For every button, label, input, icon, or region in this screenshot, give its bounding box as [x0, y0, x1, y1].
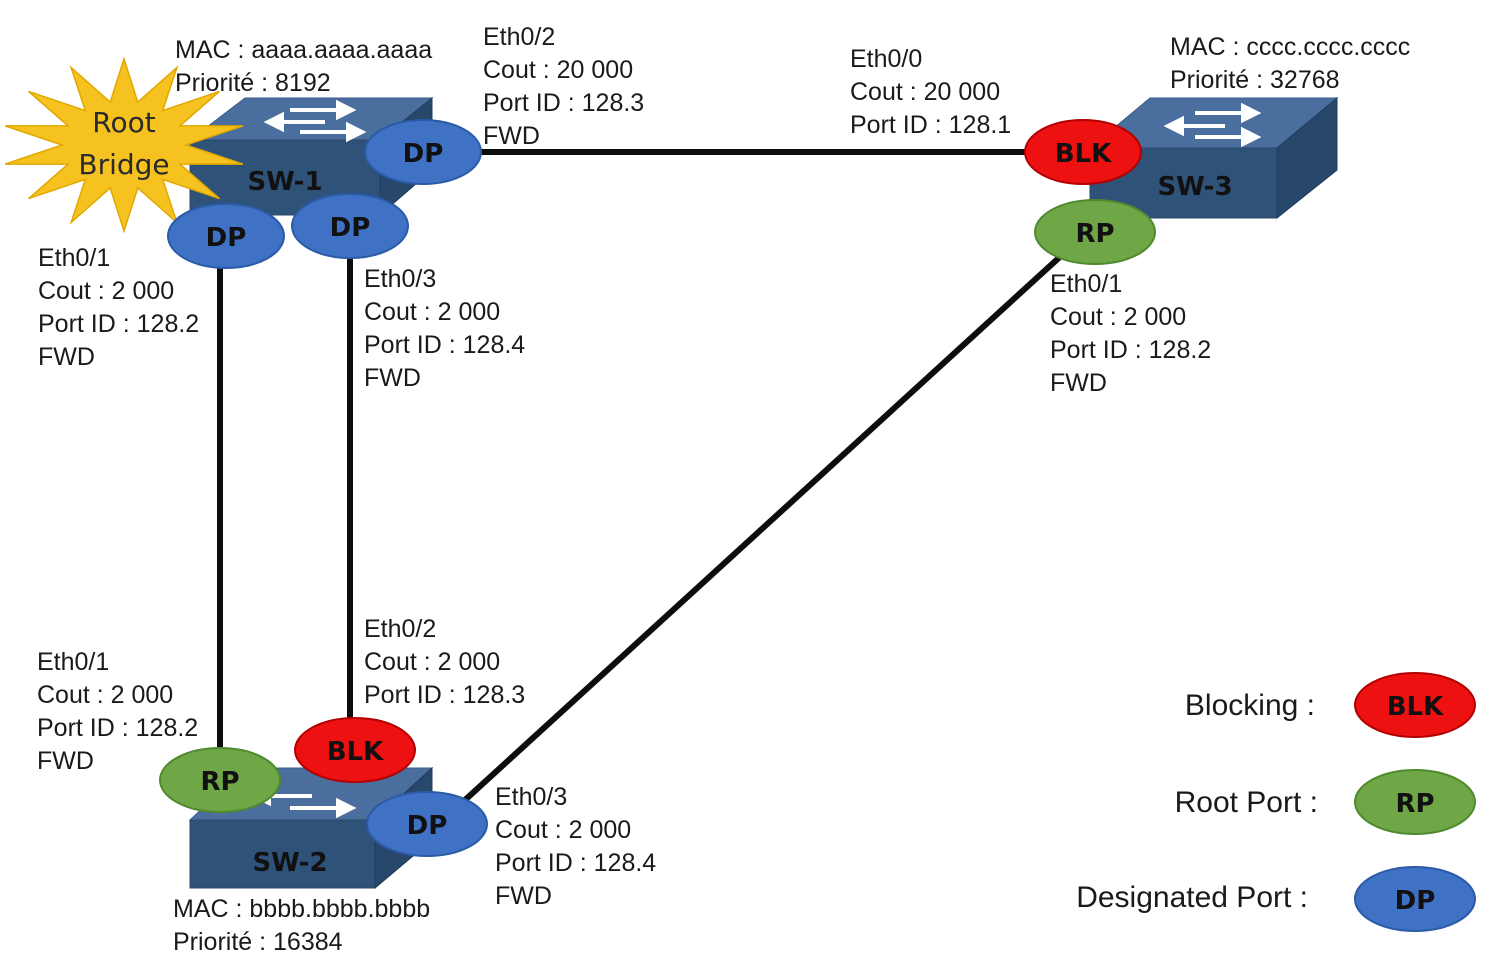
legend-badge-designated-port	[1354, 866, 1476, 932]
port-cost: Cout : 2 000	[37, 681, 173, 709]
port-cost: Cout : 20 000	[850, 78, 1000, 106]
root-bridge-line1: Root	[92, 106, 155, 139]
port-id: Port ID : 128.1	[850, 111, 1011, 139]
legend-label-designated-port: Designated Port :	[1076, 881, 1308, 914]
port-info-sw2-eth0-2: Eth0/2 Cout : 2 000 Port ID : 128.3	[364, 615, 525, 709]
port-badge-sw3-eth0-0[interactable]: BLK	[1024, 119, 1142, 185]
port-name: Eth0/3	[364, 265, 436, 293]
port-id: Port ID : 128.2	[1050, 336, 1211, 364]
svg-text:DP: DP	[206, 223, 247, 253]
port-name: Eth0/1	[37, 648, 109, 676]
switch-sw1-arrows-icon	[263, 99, 367, 143]
legend: Blocking : BLK Root Port : RP Designated…	[1076, 672, 1476, 932]
root-bridge-line2: Bridge	[78, 148, 169, 181]
port-info-sw2-eth0-1: Eth0/1 Cout : 2 000 Port ID : 128.2 FWD	[37, 648, 198, 775]
port-info-sw1-eth0-3: Eth0/3 Cout : 2 000 Port ID : 128.4 FWD	[364, 265, 525, 392]
legend-item-root-port: Root Port : RP	[1175, 769, 1476, 835]
port-cost: Cout : 2 000	[495, 816, 631, 844]
port-name: Eth0/0	[850, 45, 922, 73]
port-badge-sw1-eth0-1[interactable]: DP	[167, 203, 285, 269]
port-badge-sw1-eth0-2[interactable]: DP	[364, 119, 482, 185]
port-cost: Cout : 20 000	[483, 56, 633, 84]
port-badge-sw2-eth0-1[interactable]: RP	[159, 747, 281, 813]
svg-text:DP: DP	[403, 139, 444, 169]
port-badge-sw1-eth0-3[interactable]: DP	[291, 193, 409, 259]
port-id: Port ID : 128.2	[37, 714, 198, 742]
port-info-sw3-eth0-1: Eth0/1 Cout : 2 000 Port ID : 128.2 FWD	[1050, 270, 1211, 397]
port-state: FWD	[38, 343, 95, 371]
link-sw2-sw3	[462, 252, 1065, 803]
svg-text:BLK: BLK	[1387, 692, 1444, 722]
legend-badge-blocking	[1354, 672, 1476, 738]
legend-item-blocking: Blocking : BLK	[1185, 672, 1476, 738]
switch-sw3-side	[1276, 96, 1338, 220]
port-info-sw2-eth0-3: Eth0/3 Cout : 2 000 Port ID : 128.4 FWD	[495, 783, 656, 910]
svg-text:DP: DP	[330, 213, 371, 243]
svg-text:BLK: BLK	[327, 737, 384, 767]
port-name: Eth0/1	[1050, 270, 1122, 298]
port-state: FWD	[37, 747, 94, 775]
svg-text:DP: DP	[407, 811, 448, 841]
port-cost: Cout : 2 000	[364, 648, 500, 676]
root-bridge-badge: Root Bridge	[4, 56, 244, 234]
port-name: Eth0/2	[483, 23, 555, 51]
switch-sw1-info: MAC : aaaa.aaaa.aaaa Priorité : 8192	[175, 36, 432, 97]
legend-label-root-port: Root Port :	[1175, 786, 1318, 819]
port-info-sw1-eth0-2: Eth0/2 Cout : 20 000 Port ID : 128.3 FWD	[483, 23, 644, 150]
switch-sw3-info: MAC : cccc.cccc.cccc Priorité : 32768	[1170, 33, 1410, 94]
switch-sw3-priority: Priorité : 32768	[1170, 66, 1340, 94]
svg-text:BLK: BLK	[1055, 139, 1112, 169]
switch-sw2-info: MAC : bbbb.bbbb.bbbb Priorité : 16384	[173, 895, 430, 956]
switch-sw3-arrows-icon	[1163, 102, 1262, 148]
port-name: Eth0/1	[38, 244, 110, 272]
port-badge-sw2-eth0-2[interactable]: BLK	[294, 717, 416, 783]
port-badge-sw3-eth0-1[interactable]: RP	[1034, 199, 1156, 265]
legend-badge-root-port	[1354, 769, 1476, 835]
svg-text:RP: RP	[1075, 219, 1114, 249]
port-info-sw1-eth0-1: Eth0/1 Cout : 2 000 Port ID : 128.2 FWD	[38, 244, 199, 371]
switch-sw2-name: SW-2	[252, 848, 327, 878]
port-state: FWD	[495, 882, 552, 910]
switch-sw3-mac: MAC : cccc.cccc.cccc	[1170, 33, 1410, 61]
switch-sw1-priority: Priorité : 8192	[175, 69, 331, 97]
port-id: Port ID : 128.2	[38, 310, 199, 338]
switch-sw3-name: SW-3	[1157, 172, 1232, 202]
port-id: Port ID : 128.3	[364, 681, 525, 709]
svg-text:DP: DP	[1395, 886, 1436, 916]
port-id: Port ID : 128.4	[495, 849, 656, 877]
port-cost: Cout : 2 000	[364, 298, 500, 326]
root-bridge-star-icon	[4, 56, 244, 234]
port-info-sw3-eth0-0: Eth0/0 Cout : 20 000 Port ID : 128.1	[850, 45, 1011, 139]
port-name: Eth0/2	[364, 615, 436, 643]
port-state: FWD	[1050, 369, 1107, 397]
svg-text:RP: RP	[1395, 789, 1434, 819]
port-id: Port ID : 128.3	[483, 89, 644, 117]
port-id: Port ID : 128.4	[364, 331, 525, 359]
port-cost: Cout : 2 000	[38, 277, 174, 305]
port-badge-sw2-eth0-3[interactable]: DP	[366, 791, 488, 857]
legend-item-designated-port: Designated Port : DP	[1076, 866, 1476, 932]
switch-sw2-priority: Priorité : 16384	[173, 928, 343, 956]
switch-sw1-mac: MAC : aaaa.aaaa.aaaa	[175, 36, 432, 64]
links	[217, 149, 1065, 803]
legend-label-blocking: Blocking :	[1185, 689, 1315, 722]
port-state: FWD	[364, 364, 421, 392]
port-name: Eth0/3	[495, 783, 567, 811]
port-state: FWD	[483, 122, 540, 150]
port-cost: Cout : 2 000	[1050, 303, 1186, 331]
svg-text:RP: RP	[200, 767, 239, 797]
switch-sw2-mac: MAC : bbbb.bbbb.bbbb	[173, 895, 430, 923]
switch-sw1-name: SW-1	[247, 167, 322, 197]
